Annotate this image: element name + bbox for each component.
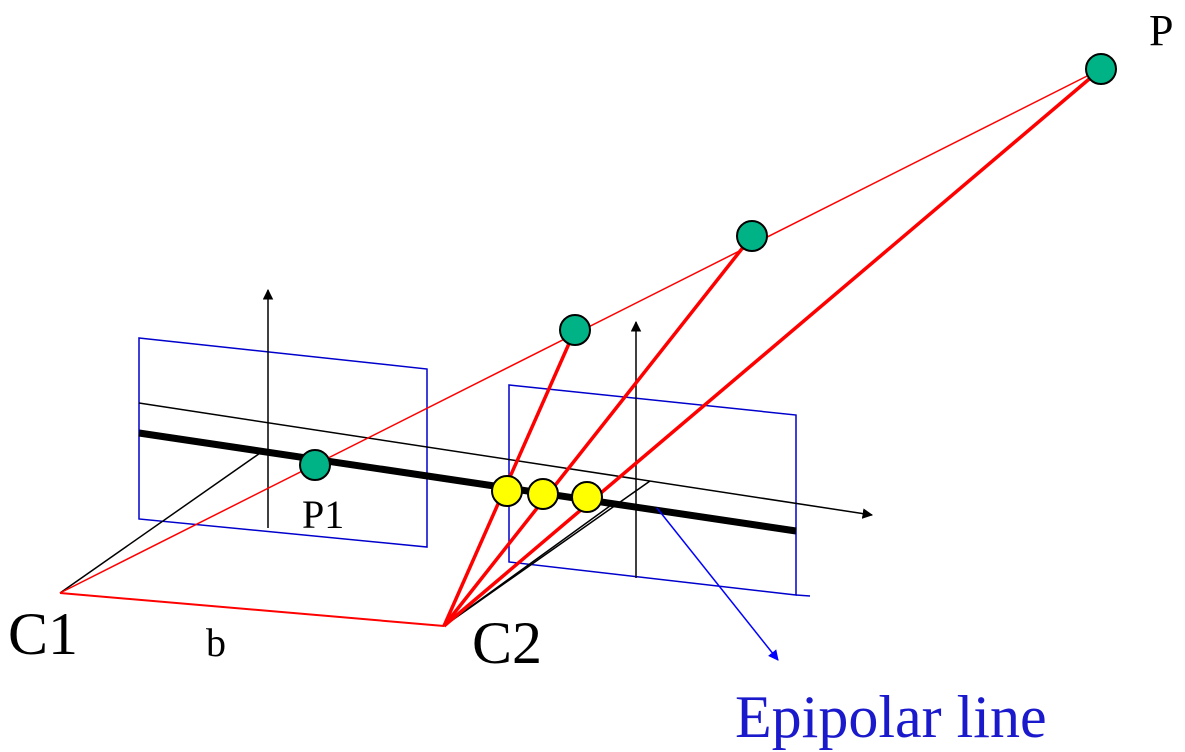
right-image-plane-bottom-extension bbox=[795, 594, 811, 597]
ray-c2-to-p bbox=[442, 67, 1103, 628]
label-c2: C2 bbox=[472, 610, 542, 676]
thick-epipolar-line bbox=[138, 429, 797, 535]
label-p1: P1 bbox=[302, 492, 344, 537]
projection-point-1 bbox=[491, 475, 523, 507]
label-p: P bbox=[1149, 6, 1173, 55]
label-baseline: b bbox=[206, 620, 226, 665]
left-image-plane bbox=[138, 337, 428, 548]
point-p bbox=[1085, 53, 1117, 85]
c2-frame-line-front bbox=[443, 502, 615, 627]
horizontal-axis bbox=[138, 402, 874, 519]
candidate-point-2 bbox=[736, 220, 768, 252]
label-c1: C1 bbox=[8, 601, 78, 667]
candidate-point-1 bbox=[559, 314, 591, 346]
ray-c2-to-candidate-2 bbox=[442, 234, 754, 628]
epipolar-pointer-arrow bbox=[656, 507, 779, 661]
projection-point-2 bbox=[527, 478, 559, 510]
projection-point-3 bbox=[571, 481, 603, 513]
point-p1 bbox=[299, 449, 331, 481]
label-epipolar-line: Epipolar line bbox=[735, 684, 1047, 750]
c1-frame-line bbox=[59, 450, 264, 594]
baseline bbox=[59, 592, 445, 627]
